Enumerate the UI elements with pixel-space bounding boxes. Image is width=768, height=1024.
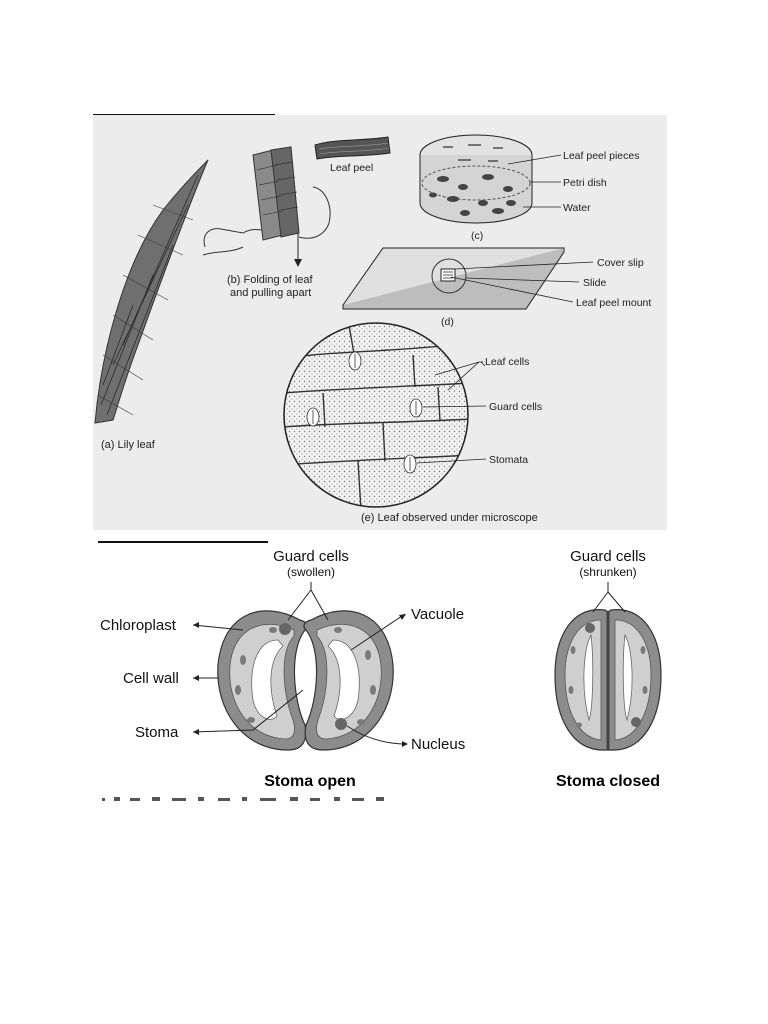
water-label: Water	[563, 202, 591, 214]
stoma-label: Stoma	[135, 724, 179, 741]
microscope-caption: (e) Leaf observed under microscope	[361, 512, 538, 524]
leaf-peel-pieces-label: Leaf peel pieces	[563, 150, 639, 162]
leaf-peel-mount-label: Leaf peel mount	[576, 297, 651, 309]
cell-wall-label: Cell wall	[123, 670, 179, 687]
chloroplast-label: Chloroplast	[100, 617, 177, 634]
vacuole-pointer	[350, 613, 406, 651]
slide-label: Slide	[583, 277, 607, 289]
stomata-pointer	[416, 458, 487, 464]
petri-dish-illustration	[419, 134, 533, 224]
leaf-peel-mount-pointer	[450, 276, 574, 303]
nucleus-label: Nucleus	[411, 736, 465, 753]
open-stoma-diagram	[217, 610, 394, 751]
closed-guard-cells-state: (shrunken)	[579, 565, 636, 579]
middle-rule	[98, 541, 268, 543]
stoma-open-caption: Stoma open	[264, 773, 356, 790]
cover-slip-label: Cover slip	[597, 257, 644, 269]
leaf-peel-pieces-pointer	[507, 154, 562, 165]
stomata-label: Stomata	[489, 454, 528, 466]
microscope-view-illustration	[283, 322, 469, 508]
leaf-cells-pointer-lines	[434, 361, 483, 391]
vacuole-arrowhead	[399, 614, 406, 620]
stoma-closed-caption: Stoma closed	[556, 773, 660, 790]
cover-slip-pointer	[454, 261, 594, 270]
folding-caption-line2: and pulling apart	[230, 287, 311, 299]
petri-dish-caption: (c)	[471, 230, 483, 242]
slide-caption: (d)	[441, 316, 454, 328]
leaf-peel-figure: (a) Lily leaf (b) Folding of leaf and pu…	[93, 115, 667, 530]
folding-caption-line1: (b) Folding of leaf	[227, 274, 314, 286]
folding-hands-illustration	[202, 146, 331, 267]
leaf-peel-label: Leaf peel	[330, 162, 373, 174]
guard-cells-pointer	[422, 405, 487, 408]
stoma-pointer	[192, 689, 304, 733]
chloroplast-arrowhead	[193, 622, 199, 628]
nucleus-pointer	[346, 725, 408, 745]
closed-guard-cells-label: Guard cells	[570, 548, 646, 565]
open-guard-cells-label: Guard cells	[273, 548, 349, 565]
guard-cells-label: Guard cells	[489, 401, 542, 413]
cropped-text-remnant	[102, 797, 384, 801]
closed-stoma-diagram	[554, 609, 662, 751]
cell-wall-arrowhead	[193, 675, 199, 681]
petri-dish-label: Petri dish	[563, 177, 607, 189]
open-guard-cells-pointer	[287, 582, 329, 621]
chloroplast-pointer	[192, 624, 244, 631]
lily-leaf-caption: (a) Lily leaf	[101, 439, 156, 451]
stoma-figure: Guard cells (swollen) Chloroplast Cell w…	[100, 548, 662, 790]
stoma-arrowhead	[193, 729, 199, 735]
slide-illustration	[342, 247, 565, 310]
nucleus-arrowhead	[402, 741, 408, 747]
leaf-peel-strip	[314, 136, 391, 160]
open-guard-cells-state: (swollen)	[287, 565, 335, 579]
slide-pointer	[465, 277, 580, 283]
lily-leaf-illustration	[94, 159, 209, 424]
vacuole-label: Vacuole	[411, 606, 464, 623]
closed-guard-cells-pointer	[592, 582, 626, 613]
leaf-cells-pointer	[480, 361, 486, 367]
leaf-cells-label: Leaf cells	[485, 356, 529, 368]
